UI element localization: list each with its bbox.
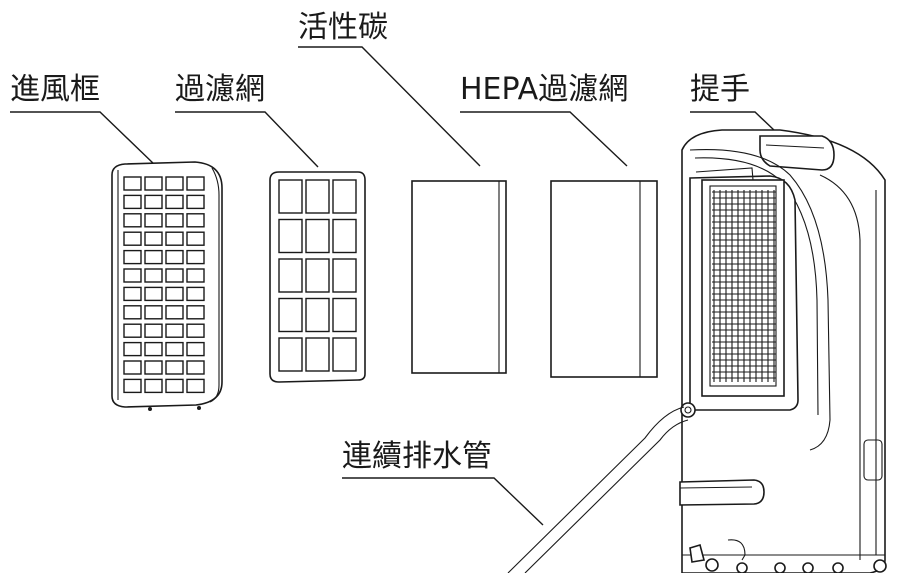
lower-grip: [679, 479, 765, 506]
label-inlet-frame: 進風框: [10, 72, 100, 107]
label-carbon: 活性碳: [298, 10, 388, 45]
activated-carbon: [411, 180, 507, 374]
hepa-filter: [550, 180, 658, 378]
filter-net-grid: [278, 179, 357, 372]
label-filter: 過濾網: [175, 72, 265, 107]
label-handle: 提手: [690, 72, 750, 107]
dehumidifier-unit: [679, 129, 887, 573]
leader-drain-hose: [342, 477, 544, 526]
leader-inlet-frame: [10, 111, 156, 166]
label-hepa: HEPA過濾網: [460, 72, 628, 107]
unit-inlet-grille: [712, 190, 776, 382]
casters: [689, 539, 887, 573]
drain-hose: [507, 406, 689, 573]
inlet-frame: [111, 161, 223, 411]
leader-carbon: [298, 46, 481, 167]
inlet-frame-grid: [123, 176, 205, 394]
filter-net: [269, 171, 366, 383]
label-drain-hose: 連續排水管: [342, 439, 492, 474]
leader-filter: [175, 111, 319, 168]
handle: [759, 135, 835, 171]
leader-hepa: [460, 111, 628, 167]
